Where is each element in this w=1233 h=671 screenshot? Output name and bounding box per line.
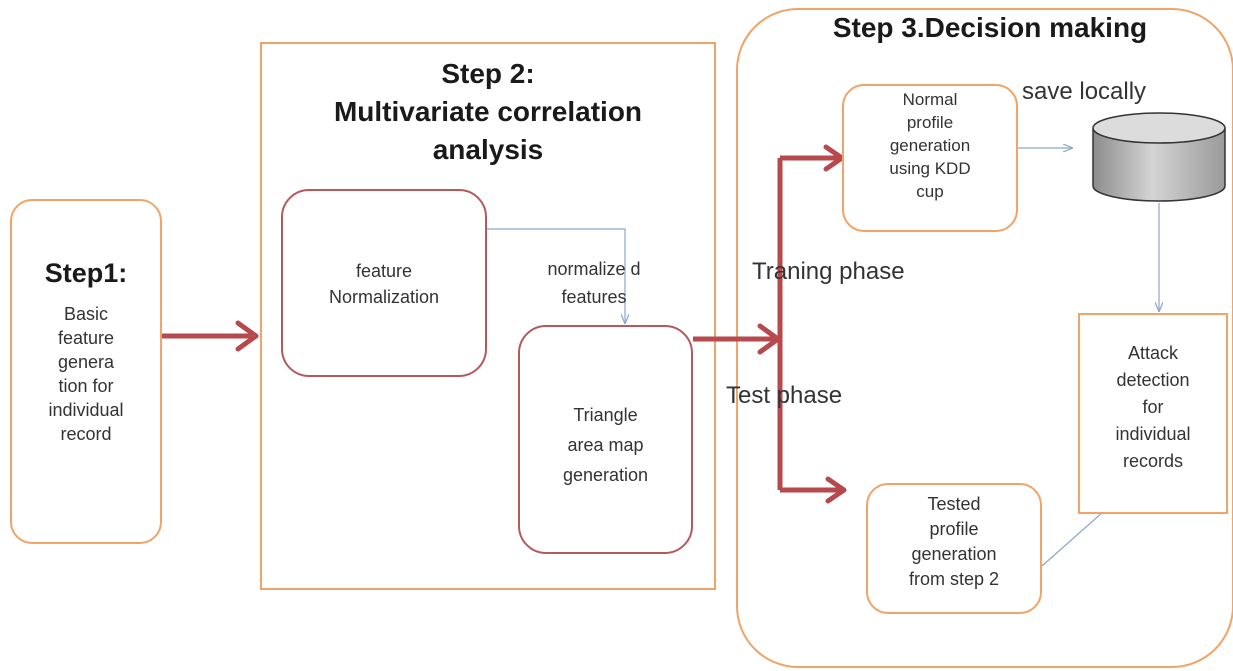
arrow-training-branch: [780, 144, 845, 172]
normalized-features-label: normalize d features: [547, 259, 641, 307]
arrow-test-branch: [780, 476, 847, 504]
arrow-to-decision: [693, 323, 781, 355]
tested-profile-box: [866, 483, 1042, 614]
save-locally-label: save locally: [1022, 78, 1147, 105]
arrow-step1-to-step2: [162, 320, 259, 352]
step1-title: Step1:: [44, 258, 128, 288]
step3-title: Step 3.Decision making: [832, 12, 1148, 43]
step1-description: Basic feature genera tion for individual…: [48, 304, 124, 444]
normal-profile-label: Normal profile generation using KDD cup: [889, 90, 971, 201]
triangle-area-map-label: Triangle area map generation: [562, 405, 649, 485]
normal-profile-box: [842, 84, 1018, 232]
feature-normalization-label: feature Normalization: [328, 261, 440, 307]
step1-box: [10, 199, 162, 544]
feature-normalization-box: [281, 189, 487, 377]
attack-detection-label: Attack detection for individual records: [1115, 343, 1191, 471]
arrow-norm-to-triangle: [487, 228, 625, 323]
step2-title: Step 2: Multivariate correlation analysi…: [333, 58, 643, 165]
database-icon: [1092, 112, 1226, 202]
attack-detection-box: [1078, 313, 1228, 514]
arrow-tested-to-attack: [1041, 504, 1112, 567]
tested-profile-label: Tested profile generation from step 2: [908, 494, 1000, 589]
test-phase-label: Test phase: [726, 382, 843, 409]
triangle-area-map-box: [518, 325, 693, 554]
training-phase-label: Traning phase: [752, 258, 905, 285]
